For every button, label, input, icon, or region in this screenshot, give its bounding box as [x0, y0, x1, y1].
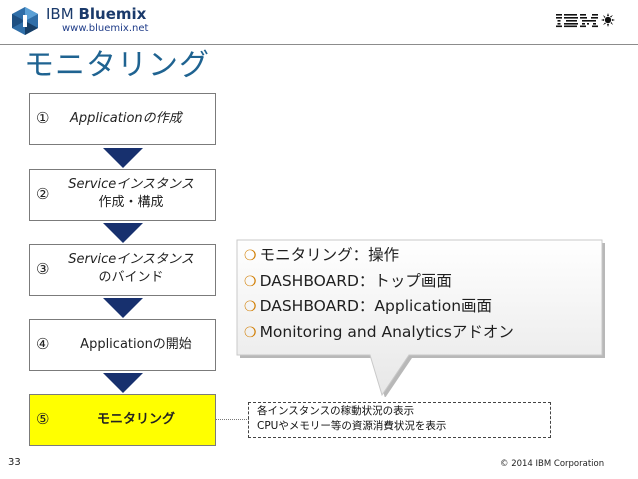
- ibm-logo-icon: [556, 13, 615, 28]
- step-create-application: ① Applicationの作成: [29, 93, 216, 145]
- callout-list: ❍モニタリング：操作 ❍DASHBOARD：トップ画面 ❍DASHBOARD：A…: [244, 243, 514, 345]
- note-line-1: 各インスタンスの稼動状況の表示: [257, 405, 415, 417]
- brand-name: Bluemix: [78, 5, 147, 23]
- step-label-line2: 作成・構成: [98, 195, 164, 210]
- callout-item: ❍モニタリング：操作: [244, 246, 400, 264]
- callout-item: ❍Monitoring and Analyticsアドオン: [244, 322, 514, 341]
- flow-arrow-icon: [103, 298, 143, 318]
- bullet-icon: ❍: [244, 248, 257, 264]
- brand-url: www.bluemix.net: [62, 23, 149, 34]
- step-label: モニタリング: [96, 412, 175, 427]
- step-number: ①: [36, 109, 50, 127]
- header-divider: [0, 44, 638, 45]
- step-label-line2: のバインド: [98, 270, 164, 285]
- step-monitoring: ⑤ モニタリング: [29, 394, 216, 446]
- bullet-icon: ❍: [244, 324, 257, 341]
- step-bind-service-instance: ③ Serviceインスタンス のバインド: [29, 244, 216, 296]
- bullet-icon: ❍: [244, 299, 257, 315]
- page-number: 33: [8, 457, 21, 468]
- step-number: ⑤: [36, 410, 50, 428]
- page-title: モニタリング: [24, 48, 210, 83]
- brand-prefix: IBM: [46, 5, 74, 23]
- callout-bubble: [236, 239, 605, 397]
- monitoring-note-box: 各インスタンスの稼動状況の表示 CPUやメモリー等の資源消費状況を表示: [248, 402, 551, 438]
- step-number: ④: [36, 335, 50, 353]
- note-line-2: CPUやメモリー等の資源消費状況を表示: [257, 420, 447, 432]
- step-label: Applicationの開始: [80, 337, 192, 352]
- callout-item: ❍DASHBOARD：トップ画面: [244, 271, 452, 290]
- bluemix-hexagon-logo-icon: [12, 7, 38, 35]
- brand-title: IBM Bluemix: [46, 6, 146, 22]
- step-number: ③: [36, 260, 50, 278]
- step-label: Serviceインスタンス: [68, 177, 194, 192]
- step-number: ②: [36, 185, 50, 203]
- step-start-application: ④ Applicationの開始: [29, 319, 216, 371]
- flow-arrow-icon: [103, 373, 143, 393]
- step-label: Serviceインスタンス: [68, 252, 194, 267]
- step-label: Applicationの作成: [70, 111, 182, 126]
- callout-item: ❍DASHBOARD：Application画面: [244, 297, 493, 315]
- step-create-service-instance: ② Serviceインスタンス 作成・構成: [29, 169, 216, 221]
- flow-arrow-icon: [103, 148, 143, 168]
- note-leader-line: [216, 419, 249, 420]
- flow-arrow-icon: [103, 223, 143, 243]
- copyright-text: © 2014 IBM Corporation: [500, 459, 605, 469]
- bullet-icon: ❍: [244, 273, 257, 290]
